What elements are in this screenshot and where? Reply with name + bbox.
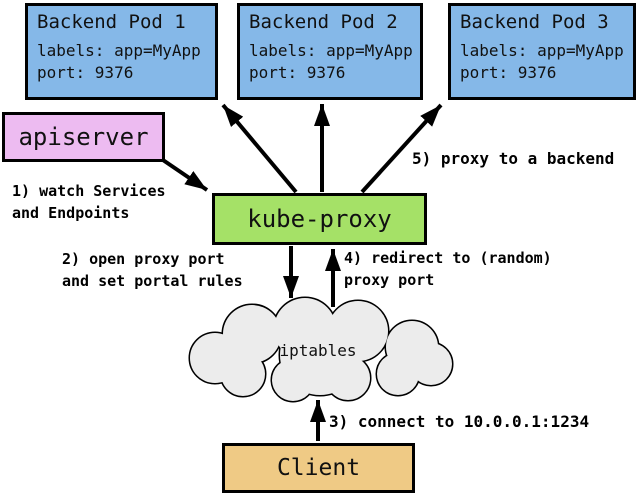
- client-label: Client: [276, 455, 361, 481]
- backend-pod-3-port: port: 9376: [460, 63, 557, 83]
- backend-pod-1-port: port: 9376: [37, 63, 134, 83]
- iptables-label: iptables: [279, 341, 357, 360]
- backend-pod-1-box: Backend Pod 1 labels: app=MyApp port: 93…: [25, 3, 218, 100]
- annotation-step2-open-proxy-port: 2) open proxy port and set portal rules: [62, 250, 243, 291]
- backend-pod-1-title: Backend Pod 1: [37, 11, 186, 33]
- arrow-kube-proxy-to-pod1: [221, 103, 298, 194]
- backend-pod-2-box: Backend Pod 2 labels: app=MyApp port: 93…: [237, 3, 423, 100]
- annotation-step3-connect: 3) connect to 10.0.0.1:1234: [329, 412, 590, 431]
- apiserver-label: apiserver: [18, 123, 149, 151]
- arrow-apiserver-to-kube-proxy: [158, 156, 209, 192]
- backend-pod-3-labels: labels: app=MyApp: [460, 40, 624, 60]
- backend-pod-2-port: port: 9376: [249, 63, 346, 83]
- annotation-step5-proxy-to-backend: 5) proxy to a backend: [412, 149, 615, 168]
- apiserver-box: apiserver: [2, 112, 165, 162]
- kube-proxy-label: kube-proxy: [247, 205, 392, 233]
- annotation-step1-watch-services: 1) watch Services and Endpoints: [12, 182, 166, 223]
- backend-pod-1-labels: labels: app=MyApp: [37, 40, 201, 60]
- arrow-kube-proxy-to-pod3: [360, 103, 443, 194]
- backend-pod-2-title: Backend Pod 2: [249, 11, 398, 33]
- backend-pod-3-box: Backend Pod 3 labels: app=MyApp port: 93…: [448, 3, 636, 100]
- annotation-step4-redirect: 4) redirect to (random) proxy port: [344, 249, 552, 290]
- backend-pod-2-labels: labels: app=MyApp: [249, 40, 413, 60]
- client-box: Client: [222, 443, 415, 493]
- backend-pod-3-title: Backend Pod 3: [460, 11, 609, 33]
- arrow-group: [158, 103, 443, 441]
- kube-proxy-box: kube-proxy: [212, 193, 427, 245]
